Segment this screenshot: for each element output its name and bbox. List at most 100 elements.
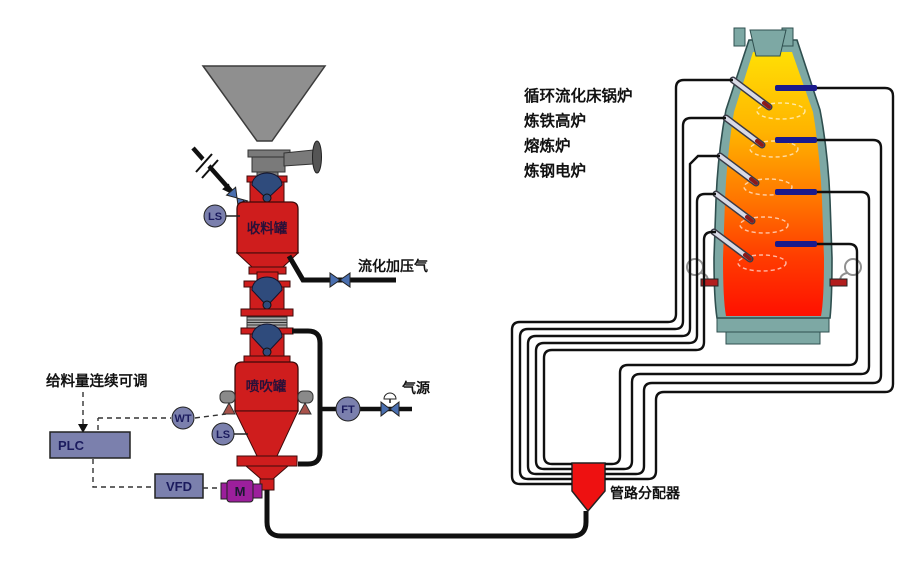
ls-lower-tag: LS [216,429,230,441]
injection-lances [710,76,773,263]
lance-icon [712,190,756,225]
lance-icon [729,76,773,111]
gas-pipe [286,254,396,283]
conveying-pipe [510,78,733,486]
load-cell-icon [222,401,236,415]
gas-source-label: 气源 [401,380,430,396]
furnace-fire [723,52,824,316]
ft-tag: FT [341,404,355,416]
injection-tank-label: 喷吹罐 [246,378,287,394]
valve-actuator-icon [383,392,397,400]
nozzle-bar [775,241,817,247]
nozzle-bar [775,189,817,195]
tank-flange [236,455,298,467]
ls-upper-tag: LS [208,211,222,223]
conveying-pipe [534,192,716,471]
dome-valve-pivot [262,193,272,203]
fluidization-gas-label: 流化加压气 [358,258,428,274]
injection-tank: 喷吹罐 [219,361,314,491]
tank-flange [240,308,294,317]
lance-icon [710,228,754,263]
pipe-break-mark [195,153,213,173]
conveying-pipe [605,138,883,476]
feed-hopper [201,65,327,181]
wt-tag: WT [174,413,191,425]
fluidization-gas-line: 流化加压气 [286,254,428,288]
dome-valve-icon [251,323,283,354]
hopper-valve-body [251,156,286,173]
pipe-break-gap [198,153,215,171]
signal-line [194,413,227,419]
motor-shaft [252,483,263,499]
nozzle-bars [775,85,817,247]
tank-flange [243,355,291,363]
conveying-pipe [605,86,895,481]
dome-valve-icon [251,276,283,307]
distributor: 管路分配器 [571,462,681,513]
conveying-pipe [518,116,726,481]
handwheel-icon [312,140,322,174]
tap-nozzle [829,278,848,287]
tank-lug [297,390,314,404]
receiving-tank-label: 收料罐 [247,220,288,236]
plc-label: PLC [58,438,85,453]
spray-zones [737,102,806,272]
application-item: 循环流化床锅炉 [524,86,633,105]
vfd-label: VFD [166,479,192,494]
furnace-application-list: 循环流化床锅炉 炼铁高炉 熔炼炉 炼钢电炉 [524,86,633,180]
application-item: 炼铁高炉 [524,111,586,130]
handwheel-arm [283,149,314,167]
throat-post [733,27,746,47]
dome-valve-icon [251,172,283,200]
bypass-pipe [292,328,323,467]
conveying-pipe [605,242,859,466]
distributor-label: 管路分配器 [610,485,681,501]
ls-lower-circle [211,422,235,446]
plc-box [49,431,131,459]
vfd-box [154,473,204,499]
tap-hole-right [829,258,862,287]
signal-line [92,459,154,488]
inlet-pipe [191,146,252,210]
dome-valve-pivot [262,347,272,357]
furnace-throat [749,29,787,57]
control-system: 给料量连续可调 PLC VFD M [46,372,263,503]
conveying-pipe [542,230,716,466]
wt-circle [171,406,195,430]
conveying-pipes [510,78,895,486]
motor-cap [220,482,228,500]
receiving-tank: 收料罐 [235,172,300,283]
motor: M [220,479,263,503]
gas-bypass-line: FT 气源 [292,328,430,467]
ft-circle [335,396,361,422]
pipe-break-mark [201,159,219,179]
gas-source-valve-icon [380,400,400,418]
furnace-base-lower [725,331,821,345]
feed-note-label: 给料量连续可调 [46,372,148,390]
instrument-wt: WT [97,406,227,430]
application-item: 炼钢电炉 [524,161,586,180]
receiving-tank-body [236,201,299,254]
flow-arrow-icon [222,183,232,194]
hopper-funnel [201,65,327,142]
injection-tank-body [234,361,299,412]
furnace-base-upper [716,317,830,333]
lance-icon [716,152,760,187]
gas-valve-icon [329,272,351,288]
inlet-pipe-line [191,146,234,194]
nozzle-bar [775,85,817,91]
lance-icon [722,114,766,149]
conveying-pipe [605,190,871,471]
load-cell-icon [298,401,312,415]
motor-label: M [235,484,246,499]
application-item: 熔炼炉 [524,136,571,155]
conveying-main-pipe [264,490,589,539]
tap-nozzle [700,278,719,287]
inter-tank-assembly [240,276,294,363]
furnace [686,27,862,345]
ls-upper-circle [203,204,227,228]
tank-lug [219,390,236,404]
conveying-pipe [526,154,720,476]
